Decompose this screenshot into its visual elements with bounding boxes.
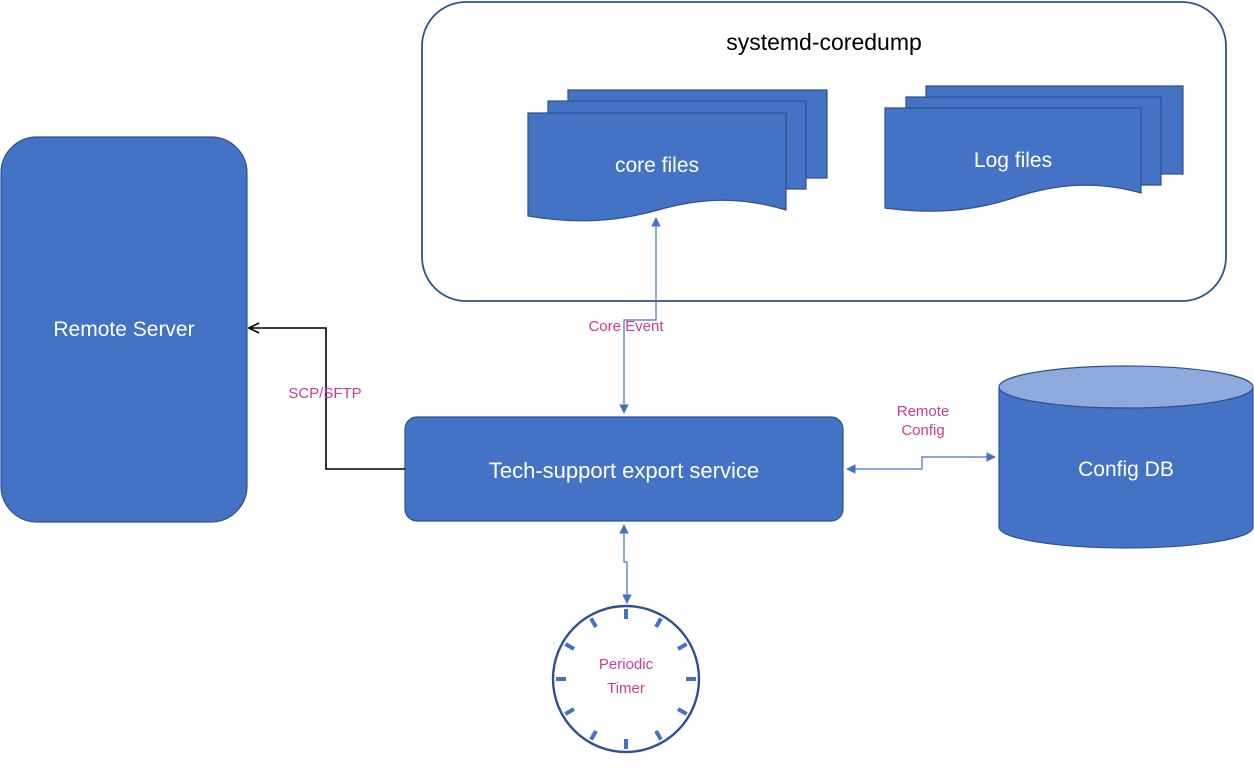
remote-config-label-line1: Remote — [897, 403, 950, 420]
core-event-label: Core Event — [588, 318, 664, 335]
core-files-document: core files — [527, 89, 828, 222]
clock-tick — [564, 707, 576, 716]
remote-config-label-line2: Config — [901, 422, 944, 439]
export-service-label: Tech-support export service — [489, 458, 759, 483]
clock-tick — [676, 642, 688, 651]
container-title: systemd-coredump — [726, 29, 922, 55]
config-db-top — [998, 365, 1254, 409]
clock-tick — [589, 617, 598, 629]
scp-sftp-label: SCP/SFTP — [288, 385, 361, 402]
remote-config-edge: Remote Config — [846, 403, 996, 474]
log-files-label: Log files — [974, 149, 1052, 172]
clock-icon: Periodic Timer — [551, 604, 701, 754]
scp-sftp-edge: SCP/SFTP — [249, 328, 405, 470]
export-service-node: Tech-support export service — [404, 416, 844, 522]
core-event-edge: Core Event — [588, 217, 664, 414]
config-db-node: Config DB — [998, 365, 1254, 549]
clock-tick — [589, 729, 598, 741]
clock-tick — [654, 729, 663, 741]
timer-edge — [619, 524, 632, 604]
clock-tick — [676, 707, 688, 716]
timer-label-line2: Timer — [607, 680, 645, 697]
timer-label-line1: Periodic — [599, 656, 654, 673]
core-files-label: core files — [615, 154, 699, 177]
clock-tick — [654, 617, 663, 629]
remote-server-label: Remote Server — [53, 318, 194, 341]
clock-tick — [564, 642, 576, 651]
remote-server-node: Remote Server — [0, 136, 248, 523]
config-db-label: Config DB — [1078, 458, 1174, 481]
clock-tick-marks — [556, 609, 696, 749]
log-files-document: Log files — [884, 85, 1184, 212]
